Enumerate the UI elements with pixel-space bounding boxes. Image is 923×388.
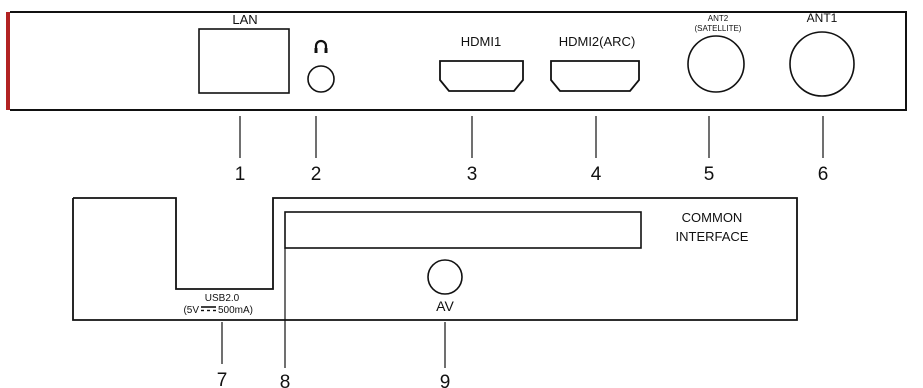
hdmi1-port <box>439 60 524 92</box>
callout-7: 7 <box>217 370 228 388</box>
bottom-callout-lines <box>221 248 446 368</box>
lan-port <box>198 28 290 94</box>
hdmi1-label: HDMI1 <box>461 34 501 49</box>
common-interface-slot <box>284 211 642 249</box>
av-label: AV <box>436 298 454 314</box>
top-callout-numbers: 1 2 3 4 5 6 <box>235 164 829 185</box>
top-panel: LAN HDMI1 HDMI2(ARC) ANT2 (SATELLITE) AN… <box>6 11 907 111</box>
callout-8: 8 <box>280 372 291 388</box>
ant2-label: ANT2 <box>708 14 729 23</box>
headphone-icon <box>314 39 328 53</box>
top-callout-lines <box>239 116 824 158</box>
callout-9: 9 <box>440 372 451 388</box>
callout-1: 1 <box>235 164 246 185</box>
callout-5: 5 <box>704 164 715 185</box>
callout-3: 3 <box>467 164 478 185</box>
hdmi2-port <box>550 60 640 92</box>
ci-label-line1: COMMON <box>682 210 743 225</box>
ant1-port <box>789 31 855 97</box>
ant2-sub-label: (SATELLITE) <box>695 24 742 33</box>
lan-label: LAN <box>232 12 257 27</box>
bottom-panel-outline <box>72 197 798 321</box>
callout-6: 6 <box>818 164 829 185</box>
av-jack <box>427 259 463 295</box>
usb-rating-prefix: (5V <box>183 305 199 316</box>
hdmi2-label: HDMI2(ARC) <box>559 34 636 49</box>
ant1-label: ANT1 <box>807 11 838 25</box>
usb-rating-suffix: 500mA) <box>218 305 253 316</box>
dc-symbol-icon <box>201 306 216 312</box>
panel-accent-edge <box>6 12 10 110</box>
usb-label: USB2.0 <box>205 293 240 304</box>
ant2-port <box>687 35 745 93</box>
callout-2: 2 <box>311 164 322 185</box>
bottom-panel: USB2.0 (5V 500mA) COMMON INTERFACE AV <box>72 197 798 321</box>
bottom-callout-numbers: 7 8 9 <box>217 370 451 388</box>
callout-4: 4 <box>591 164 602 185</box>
top-panel-outline <box>10 11 907 111</box>
ci-label-line2: INTERFACE <box>676 229 749 244</box>
headphone-jack <box>307 65 335 93</box>
